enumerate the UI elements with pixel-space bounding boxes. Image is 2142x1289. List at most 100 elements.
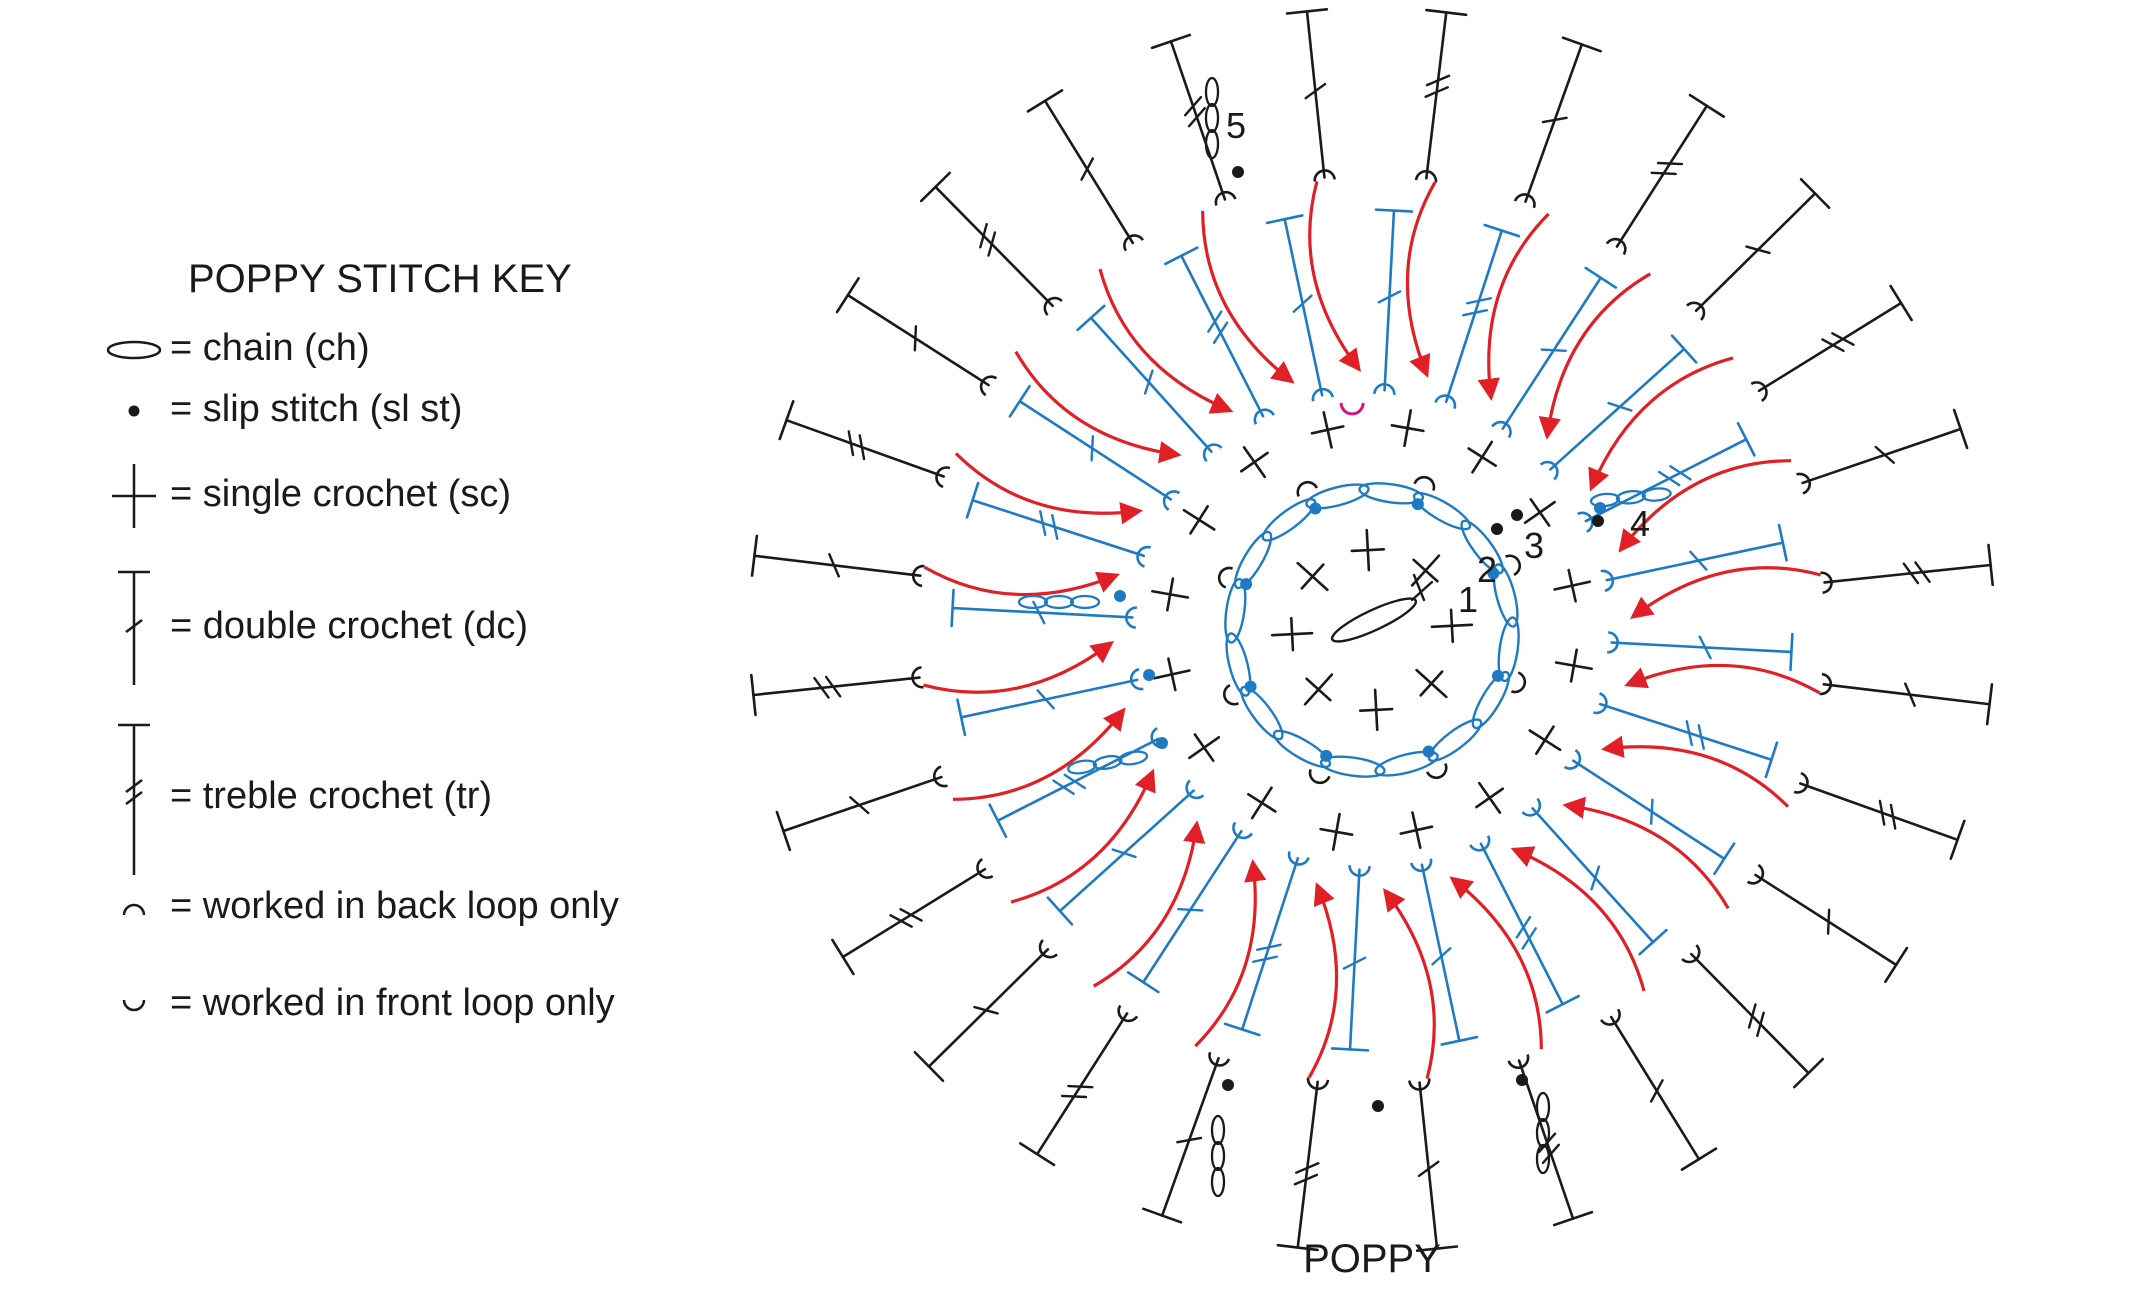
double-crochet-symbol-icon xyxy=(118,570,150,685)
double-crochet-icon xyxy=(956,678,1139,737)
double-crochet-icon xyxy=(1501,266,1618,431)
slip-stitch-dot-icon xyxy=(1240,578,1253,591)
round-3-blue-stitches xyxy=(950,208,1794,1052)
treble-crochet-symbol-icon xyxy=(118,723,150,875)
treble-crochet-icon xyxy=(750,673,921,717)
slip-stitch-dot-icon xyxy=(1222,1079,1234,1091)
placement-arrow-icon xyxy=(1562,796,1730,910)
placement-arrow-icon xyxy=(922,641,1114,694)
slip-stitch-dot-icon xyxy=(1487,567,1500,580)
treble-crochet-icon xyxy=(1690,952,1825,1089)
back-loop-symbol-icon xyxy=(122,903,146,916)
chain-symbol-icon xyxy=(106,340,162,360)
loop-mark-icon xyxy=(1504,554,1521,576)
single-crochet-icon xyxy=(1430,608,1474,644)
chain-stitch-icon xyxy=(1224,577,1247,644)
chain-stitch-icon xyxy=(1497,616,1520,683)
back-loop-mark-icon xyxy=(1313,169,1336,182)
single-crochet-icon xyxy=(1319,812,1354,851)
treble-crochet-icon xyxy=(1424,8,1468,180)
back-loop-mark-icon xyxy=(912,564,925,588)
chain-stitch-icon xyxy=(1427,718,1483,762)
double-crochet-icon xyxy=(775,775,943,852)
slip-stitch-dot-icon xyxy=(1143,669,1155,681)
treble-crochet-icon xyxy=(1479,842,1581,1014)
slip-stitch-dot-icon xyxy=(1491,669,1504,682)
slip-stitch-dot-icon xyxy=(1309,502,1322,515)
front-loop-mark-icon xyxy=(1577,511,1594,533)
double-crochet-icon xyxy=(1142,1057,1220,1224)
treble-crochet-icon xyxy=(1276,1080,1320,1252)
single-crochet-icon xyxy=(1310,410,1345,449)
single-crochet-icon xyxy=(1475,781,1504,814)
slip-stitch-dot-icon xyxy=(1411,498,1424,511)
treble-crochet-icon xyxy=(1799,782,1966,860)
treble-crochet-icon xyxy=(1757,284,1913,393)
key-label-double-crochet: = double crochet (dc) xyxy=(170,605,528,647)
back-loop-mark-icon xyxy=(1043,296,1063,316)
slip-stitch-dot-icon xyxy=(1516,1074,1528,1086)
double-crochet-icon xyxy=(1609,1015,1718,1171)
chain-stitch-icon xyxy=(1319,755,1386,778)
front-loop-mark-icon xyxy=(1491,420,1512,439)
single-crochet-icon xyxy=(1358,688,1394,732)
front-loop-mark-icon xyxy=(1253,408,1275,425)
back-loop-mark-icon xyxy=(1117,1004,1139,1022)
double-crochet-icon xyxy=(1285,8,1329,179)
chain-stitch-icon xyxy=(1233,530,1273,590)
slip-stitch-dot-icon xyxy=(1491,523,1503,535)
back-loop-mark-icon xyxy=(1214,191,1237,206)
key-label-single-crochet: = single crochet (sc) xyxy=(170,473,511,515)
single-crochet-icon xyxy=(1390,409,1425,448)
single-crochet-icon xyxy=(1350,528,1386,572)
chain-stitch-icon xyxy=(1374,750,1439,777)
front-loop-mark-icon xyxy=(1373,383,1396,395)
single-crochet-icon xyxy=(1270,616,1314,652)
start-loop-icon xyxy=(1339,402,1365,416)
placement-arrow-icon xyxy=(1624,663,1821,695)
front-loop-symbol-icon xyxy=(122,999,146,1012)
chain-stitch-icon xyxy=(1305,483,1370,510)
round-4-5-black-stitches xyxy=(750,8,1994,1252)
treble-crochet-icon xyxy=(965,481,1146,558)
single-crochet-icon xyxy=(1296,561,1329,592)
front-loop-mark-icon xyxy=(1129,668,1144,691)
slip-stitch-dot-icon xyxy=(1320,749,1333,762)
single-crochet-icon xyxy=(1553,568,1592,603)
double-crochet-icon xyxy=(1026,89,1135,245)
placement-arrow-icon xyxy=(1307,882,1339,1079)
treble-crochet-icon xyxy=(1584,421,1756,523)
single-crochet-symbol-icon xyxy=(112,464,156,528)
back-loop-mark-icon xyxy=(1306,1077,1330,1090)
front-loop-mark-icon xyxy=(1434,394,1457,410)
turning-chain-icon xyxy=(1204,76,1220,160)
placement-arrow-icon xyxy=(1201,210,1295,384)
treble-crochet-icon xyxy=(831,867,987,976)
round-number-1: 1 xyxy=(1458,579,1478,620)
placement-arrow-icon xyxy=(1092,820,1206,988)
single-crochet-icon xyxy=(1151,577,1190,612)
placement-arrow-icon xyxy=(1618,459,1792,553)
treble-crochet-icon xyxy=(1163,246,1265,418)
slip-stitch-dot-icon xyxy=(1594,502,1606,514)
front-loop-mark-icon xyxy=(1287,850,1310,866)
loop-mark-icon xyxy=(1308,768,1331,784)
back-loop-mark-icon xyxy=(1819,672,1832,696)
front-loop-mark-icon xyxy=(1607,631,1619,654)
front-loop-mark-icon xyxy=(1162,490,1181,511)
double-crochet-icon xyxy=(835,276,990,387)
round-number-4: 4 xyxy=(1630,503,1650,544)
slip-stitch-dot-icon xyxy=(1244,680,1257,693)
treble-crochet-icon xyxy=(1444,223,1521,404)
key-label-chain: = chain (ch) xyxy=(170,327,370,369)
single-crochet-icon xyxy=(1415,668,1448,699)
double-crochet-icon xyxy=(1549,334,1698,471)
front-loop-mark-icon xyxy=(1410,858,1433,872)
back-loop-mark-icon xyxy=(1820,571,1833,594)
front-loop-mark-icon xyxy=(1469,835,1491,852)
back-loop-mark-icon xyxy=(1599,1008,1621,1026)
single-crochet-icon xyxy=(1152,657,1191,692)
chain-stitch-icon xyxy=(1471,670,1511,730)
single-crochet-icon xyxy=(1554,648,1593,683)
